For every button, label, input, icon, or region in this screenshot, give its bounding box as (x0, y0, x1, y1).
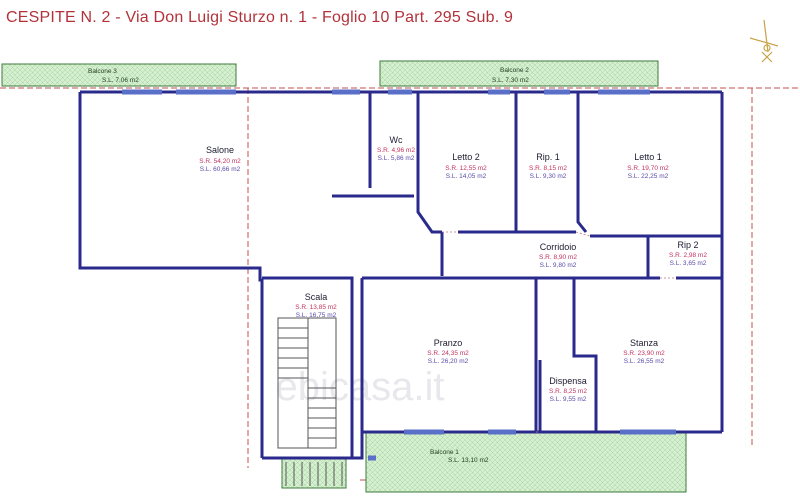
watermark-text: ebicasa.it (276, 365, 445, 409)
balcone-2-area: S.L. 7,30 m2 (492, 77, 529, 84)
pranzo-sl: S.L. 26,20 m2 (428, 358, 469, 365)
dispensa-sr: S.R. 8,25 m2 (549, 388, 587, 395)
rip2-label: Rip 2 (677, 240, 698, 250)
balcone-1 (365, 431, 687, 493)
balcone-1-label: Balcone 1 (430, 449, 459, 456)
salone-sl: S.L. 60,66 m2 (200, 166, 241, 173)
wc-sl: S.L. 5,86 m2 (378, 155, 415, 162)
letto1-sr: S.R. 19,70 m2 (627, 165, 669, 172)
balcone-3 (1, 63, 237, 87)
plan-title: CESPITE N. 2 - Via Don Luigi Sturzo n. 1… (6, 9, 514, 26)
stanza-label: Stanza (630, 338, 658, 348)
pranzo-label: Pranzo (434, 338, 463, 348)
entrance-mat (281, 457, 347, 489)
scala-label: Scala (305, 292, 328, 302)
balcone-2 (379, 60, 659, 87)
rip1-sr: S.R. 8,15 m2 (529, 165, 567, 172)
stanza-sl: S.L. 26,55 m2 (624, 358, 665, 365)
dispensa-label: Dispensa (549, 376, 587, 386)
scala-sl: S.L. 16,75 m2 (296, 312, 337, 319)
rip1-label: Rip. 1 (536, 152, 560, 162)
balcone-2-label: Balcone 2 (500, 67, 529, 74)
letto1-sl: S.L. 22,25 m2 (628, 173, 669, 180)
wc-label: Wc (390, 135, 403, 145)
salone-label: Salone (206, 145, 234, 155)
windows (122, 89, 676, 461)
north-arrow-icon (749, 19, 779, 63)
letto2-sr: S.R. 12,55 m2 (445, 165, 487, 172)
letto2-sl: S.L. 14,05 m2 (446, 173, 487, 180)
scala-sr: S.R. 13,85 m2 (295, 304, 337, 311)
staircase (277, 317, 337, 449)
rip2-sl: S.L. 3,65 m2 (670, 260, 707, 267)
doors (442, 231, 676, 433)
salone-sr: S.R. 54,20 m2 (199, 158, 241, 165)
pranzo-sr: S.R. 24,35 m2 (427, 350, 469, 357)
balcone-1-area: S.L. 13,10 m2 (448, 457, 489, 464)
corridoio-sl: S.L. 9,80 m2 (540, 262, 577, 269)
balcone-3-area: S.L. 7,06 m2 (102, 77, 139, 84)
letto1-label: Letto 1 (634, 152, 662, 162)
corridoio-label: Corridoio (540, 242, 577, 252)
corridoio-sr: S.R. 8,90 m2 (539, 254, 577, 261)
dispensa-sl: S.L. 9,55 m2 (550, 396, 587, 403)
stanza-sr: S.R. 23,90 m2 (623, 350, 665, 357)
balcone-3-label: Balcone 3 (88, 68, 117, 75)
rip1-sl: S.L. 9,30 m2 (530, 173, 567, 180)
rip2-sr: S.R. 2,98 m2 (669, 252, 707, 259)
letto2-label: Letto 2 (452, 152, 480, 162)
wc-sr: S.R. 4,96 m2 (377, 147, 415, 154)
